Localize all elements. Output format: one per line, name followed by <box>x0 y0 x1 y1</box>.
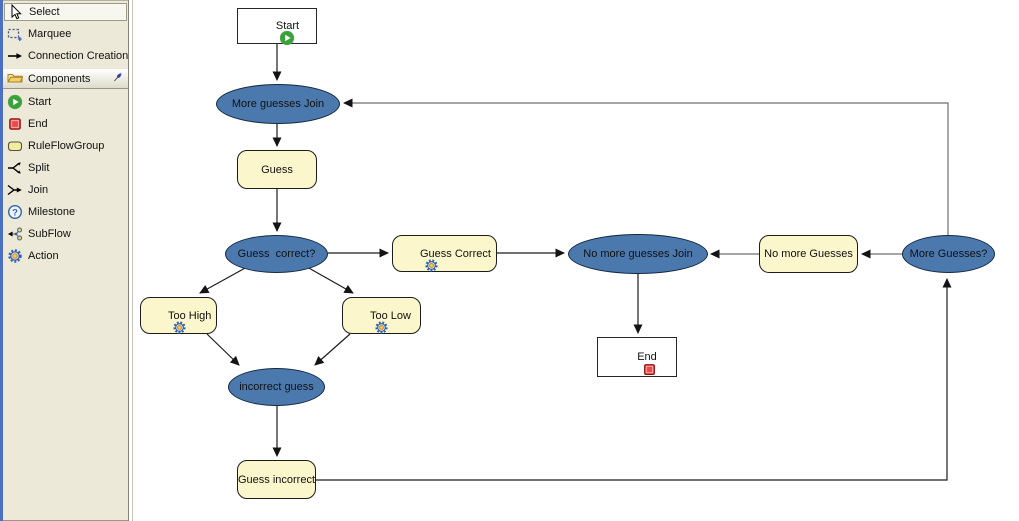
node-label: More Guesses? <box>909 248 988 260</box>
pin-icon[interactable] <box>111 71 124 87</box>
palette-item-subflow[interactable]: SubFlow <box>3 224 128 243</box>
canvas[interactable]: Start More guesses Join Guess Guess corr… <box>133 0 1019 521</box>
node-label: Too Low <box>370 309 411 322</box>
node-guess-correct-q[interactable]: Guess correct? <box>225 235 328 273</box>
palette-drawer-label: Components <box>28 73 91 85</box>
palette: Select Marquee Connection Creation Compo… <box>3 0 128 521</box>
window-edge <box>0 0 3 521</box>
svg-text:?: ? <box>12 207 18 218</box>
palette-tool-label: Connection Creation <box>28 49 129 62</box>
palette-item-label: Milestone <box>28 205 76 218</box>
palette-item-label: Join <box>28 183 49 196</box>
node-guess-correct[interactable]: Guess Correct <box>392 235 497 272</box>
end-icon <box>617 350 655 375</box>
gear-icon <box>350 308 389 334</box>
palette-item-end[interactable]: End <box>3 114 128 133</box>
node-more-guesses-join[interactable]: More guesses Join <box>216 84 340 124</box>
start-icon <box>255 18 295 46</box>
node-no-more-guesses[interactable]: No more Guesses <box>759 235 858 273</box>
split-icon <box>7 160 23 176</box>
start-icon <box>7 94 23 110</box>
ruleflowgroup-icon <box>7 138 23 154</box>
node-label: Start <box>275 20 300 32</box>
node-label: No more guesses Join <box>583 248 693 260</box>
palette-tools: Select Marquee Connection Creation <box>3 3 128 65</box>
edge-guess-correct-q-to-too-low[interactable] <box>306 266 354 294</box>
palette-tool-select[interactable]: Select <box>4 3 127 21</box>
palette-item-label: RuleFlowGroup <box>28 139 105 152</box>
palette-item-label: Split <box>28 161 50 174</box>
node-label: Guess <box>261 163 293 176</box>
gear-icon <box>148 308 187 334</box>
join-icon <box>7 182 23 198</box>
palette-item-ruleflowgroup[interactable]: RuleFlowGroup <box>3 136 128 155</box>
palette-item-start[interactable]: Start <box>3 92 128 111</box>
palette-tool-marquee[interactable]: Marquee <box>3 24 128 43</box>
palette-drawer-components[interactable]: Components <box>3 69 128 89</box>
node-guess-incorrect[interactable]: Guess incorrect <box>237 460 316 499</box>
palette-item-action[interactable]: Action <box>3 246 128 265</box>
gear-icon <box>7 248 23 264</box>
node-label: Guess correct? <box>237 248 316 260</box>
folder-icon <box>7 70 24 89</box>
node-end[interactable]: End <box>597 337 677 377</box>
edge-too-low-to-incorrect-guess[interactable] <box>314 333 351 366</box>
connection-arrow-icon <box>7 48 23 64</box>
palette-item-label: End <box>28 117 48 130</box>
palette-item-split[interactable]: Split <box>3 158 128 177</box>
gear-icon <box>400 246 439 272</box>
palette-tool-connection-creation[interactable]: Connection Creation <box>3 46 128 65</box>
node-incorrect-guess[interactable]: incorrect guess <box>228 368 325 406</box>
palette-splitter[interactable] <box>128 0 133 521</box>
cursor-icon <box>8 4 24 20</box>
node-label: Too High <box>168 309 212 322</box>
edge-guess-incorrect-to-more-guesses-q[interactable] <box>316 278 952 481</box>
connections-layer <box>199 44 952 481</box>
node-label: Guess Correct <box>420 247 491 260</box>
node-label: End <box>637 351 657 363</box>
palette-item-join[interactable]: Join <box>3 180 128 199</box>
node-start[interactable]: Start <box>237 8 317 46</box>
edge-guess-correct-q-to-too-high[interactable] <box>199 266 248 294</box>
palette-tool-label: Select <box>29 6 60 18</box>
node-label: incorrect guess <box>239 381 314 393</box>
node-label: More guesses Join <box>231 98 325 110</box>
palette-tool-label: Marquee <box>28 27 72 40</box>
node-label: No more Guesses <box>764 248 853 260</box>
palette-item-milestone[interactable]: ? Milestone <box>3 202 128 221</box>
edge-too-high-to-incorrect-guess[interactable] <box>206 333 240 366</box>
node-label: Guess incorrect <box>237 473 316 486</box>
node-guess[interactable]: Guess <box>237 150 317 189</box>
palette-item-label: Action <box>28 249 59 262</box>
subflow-icon <box>7 226 23 242</box>
node-too-high[interactable]: Too High <box>140 297 217 334</box>
marquee-icon <box>7 26 23 42</box>
palette-item-label: Start <box>28 95 52 108</box>
node-more-guesses-q[interactable]: More Guesses? <box>902 235 995 273</box>
milestone-icon: ? <box>7 204 23 220</box>
palette-item-label: SubFlow <box>28 227 71 240</box>
end-icon <box>7 116 23 132</box>
node-no-more-guesses-join[interactable]: No more guesses Join <box>568 234 708 274</box>
edge-more-guesses-q-to-more-guesses-join[interactable] <box>343 98 949 235</box>
node-too-low[interactable]: Too Low <box>342 297 421 334</box>
palette-components: Start End RuleFlowGroup Split <box>3 92 128 265</box>
